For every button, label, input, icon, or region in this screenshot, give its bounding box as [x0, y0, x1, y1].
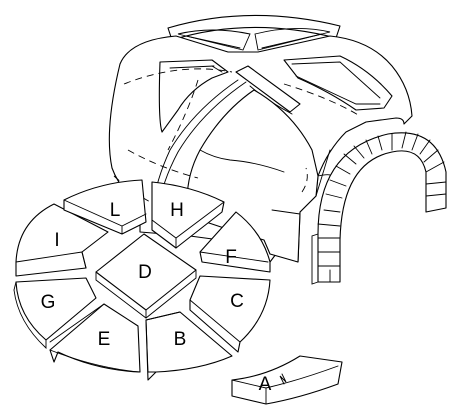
slice-H [151, 181, 225, 249]
slice-B [145, 311, 233, 381]
floor-disc [13, 179, 271, 381]
label-G: G [41, 292, 56, 313]
label-B: B [174, 329, 187, 350]
dome-right-segment [283, 55, 393, 111]
slice-F [199, 211, 271, 273]
label-F: F [225, 247, 237, 268]
label-I: I [54, 230, 59, 251]
slice-L [63, 179, 147, 235]
label-D: D [138, 262, 152, 283]
label-A: A [259, 374, 272, 395]
piece-A [231, 355, 343, 405]
dome-top-cap [167, 14, 341, 51]
dome-left-segment [158, 59, 229, 133]
label-C: C [230, 291, 244, 312]
slice-G [15, 277, 97, 341]
label-E: E [98, 329, 111, 350]
label-H: H [170, 200, 184, 221]
label-L: L [110, 200, 121, 221]
entrance-arch [311, 131, 447, 285]
slice-C [189, 275, 271, 353]
